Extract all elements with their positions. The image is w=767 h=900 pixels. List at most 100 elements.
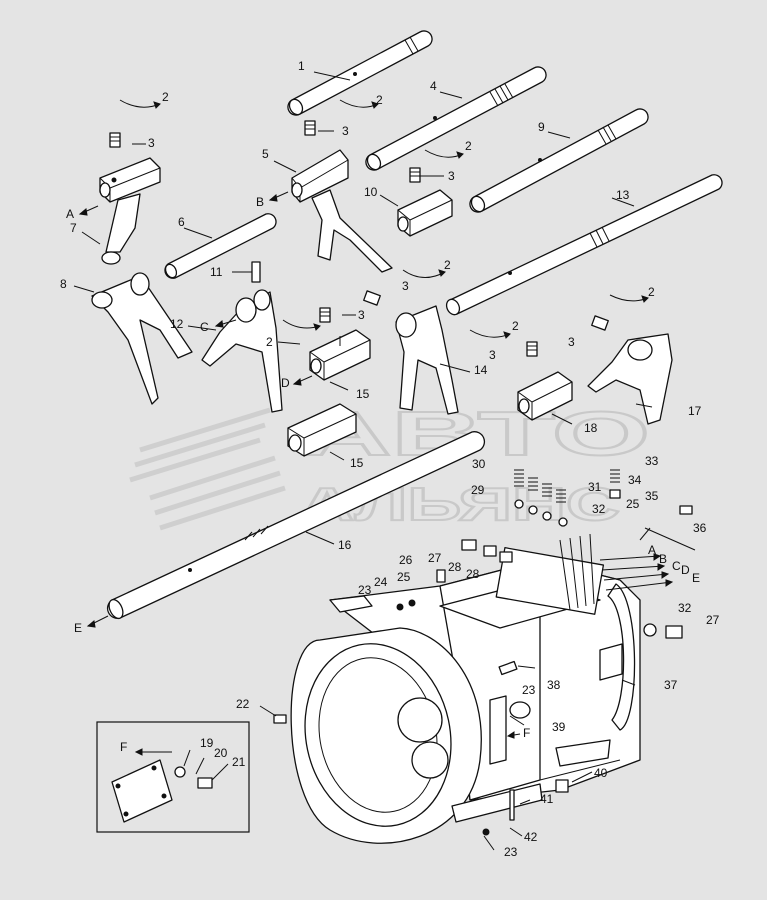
shift-fork-14 — [395, 305, 459, 415]
callout-24: 24 — [374, 575, 388, 589]
callout-38: 38 — [547, 678, 561, 692]
callout-19: 19 — [200, 736, 214, 750]
callout-21: 21 — [232, 755, 246, 769]
callout-3b: 3 — [342, 124, 349, 138]
callout-11: 11 — [210, 265, 223, 279]
leader-lines — [73, 71, 653, 851]
callout-2g: 2 — [266, 335, 273, 349]
shift-fork-12 — [201, 289, 283, 413]
bracket-23 — [329, 595, 373, 613]
callout-23c: 23 — [504, 845, 518, 859]
callout-22: 22 — [236, 697, 250, 711]
callout-25b: 25 — [397, 570, 411, 584]
watermark: АВТО АЛЬЯНС — [129, 399, 651, 531]
shift-rail-1 — [287, 30, 433, 116]
callout-32b: 32 — [678, 601, 692, 615]
callout-25a: 25 — [626, 497, 640, 511]
callout-29: 29 — [471, 483, 485, 497]
callout-1: 1 — [298, 59, 305, 73]
callout-3g: 3 — [489, 348, 496, 362]
callout-d: D — [281, 376, 290, 390]
callout-labels: 1 2 2 4 3 3 9 2 5 3 10 13 A B 6 7 2 11 8… — [60, 59, 720, 859]
callout-33: 33 — [645, 454, 659, 468]
callout-17: 17 — [688, 404, 702, 418]
callout-28b: 28 — [466, 567, 480, 581]
shift-rail-4 — [365, 66, 547, 171]
callout-28a: 28 — [448, 560, 462, 574]
callout-14: 14 — [474, 363, 488, 377]
callout-7: 7 — [70, 221, 77, 235]
callout-15a: 15 — [356, 387, 370, 401]
shift-leads — [559, 533, 673, 611]
shift-fork-7 — [101, 193, 141, 265]
callout-15b: 15 — [350, 456, 364, 470]
shift-block-3 — [99, 157, 161, 203]
direction-arrows — [78, 191, 674, 756]
callout-a2: A — [648, 543, 656, 557]
callout-3e: 3 — [358, 308, 365, 322]
shift-rail-6 — [164, 213, 277, 279]
callout-37: 37 — [664, 678, 678, 692]
callout-30: 30 — [472, 457, 486, 471]
callout-c: C — [200, 320, 209, 334]
inset-cover-box — [96, 721, 250, 833]
callout-2c: 2 — [465, 139, 472, 153]
callout-2f: 2 — [512, 319, 519, 333]
callout-3f: 3 — [568, 335, 575, 349]
shift-block-10 — [397, 189, 453, 237]
watermark-logo-stripes — [129, 407, 286, 531]
callout-2a: 2 — [162, 90, 169, 104]
callout-6: 6 — [178, 215, 185, 229]
callout-8: 8 — [60, 277, 67, 291]
rotation-arrows — [119, 99, 649, 339]
callout-3c: 3 — [448, 169, 455, 183]
callout-23b: 23 — [522, 683, 536, 697]
callout-20: 20 — [214, 746, 228, 760]
callout-26: 26 — [399, 553, 413, 567]
callout-23a: 23 — [358, 583, 372, 597]
callout-16: 16 — [338, 538, 352, 552]
callout-b: B — [256, 195, 264, 209]
shift-fork-17 — [587, 333, 673, 425]
callout-f: F — [120, 740, 127, 754]
callout-34: 34 — [628, 473, 642, 487]
screws-small — [273, 505, 696, 836]
shift-rail-16 — [106, 431, 486, 620]
callout-31: 31 — [588, 480, 602, 494]
callout-5: 5 — [262, 147, 269, 161]
shift-block-15a — [309, 329, 371, 381]
callout-2e: 2 — [648, 285, 655, 299]
callout-9: 9 — [538, 120, 545, 134]
callout-10: 10 — [364, 185, 378, 199]
callout-a: A — [66, 207, 74, 221]
callout-18: 18 — [584, 421, 598, 435]
callout-3a: 3 — [148, 136, 155, 150]
callout-42: 42 — [524, 830, 538, 844]
callout-e2: E — [692, 571, 700, 585]
bolts-3 — [109, 120, 609, 357]
callout-41: 41 — [540, 792, 554, 806]
callout-2d: 2 — [444, 258, 451, 272]
shift-fork-5 — [291, 149, 393, 273]
callout-3d: 3 — [402, 279, 409, 293]
callout-13: 13 — [616, 188, 630, 202]
callout-12: 12 — [170, 317, 184, 331]
callout-32a: 32 — [592, 502, 606, 516]
callout-c2: C — [672, 559, 681, 573]
callout-d2: D — [681, 563, 690, 577]
callout-35: 35 — [645, 489, 659, 503]
callout-b2: B — [659, 552, 667, 566]
transmission-housing — [290, 547, 641, 844]
shift-fork-8 — [91, 272, 193, 405]
callout-f2: F — [523, 726, 530, 740]
callout-36: 36 — [693, 521, 707, 535]
detent-springs — [514, 469, 621, 527]
shift-block-18 — [517, 371, 573, 421]
shift-block-15b — [287, 403, 357, 457]
callout-2b: 2 — [376, 93, 383, 107]
callout-39: 39 — [552, 720, 566, 734]
callout-27b: 27 — [706, 613, 720, 627]
shift-rail-9 — [469, 108, 649, 213]
